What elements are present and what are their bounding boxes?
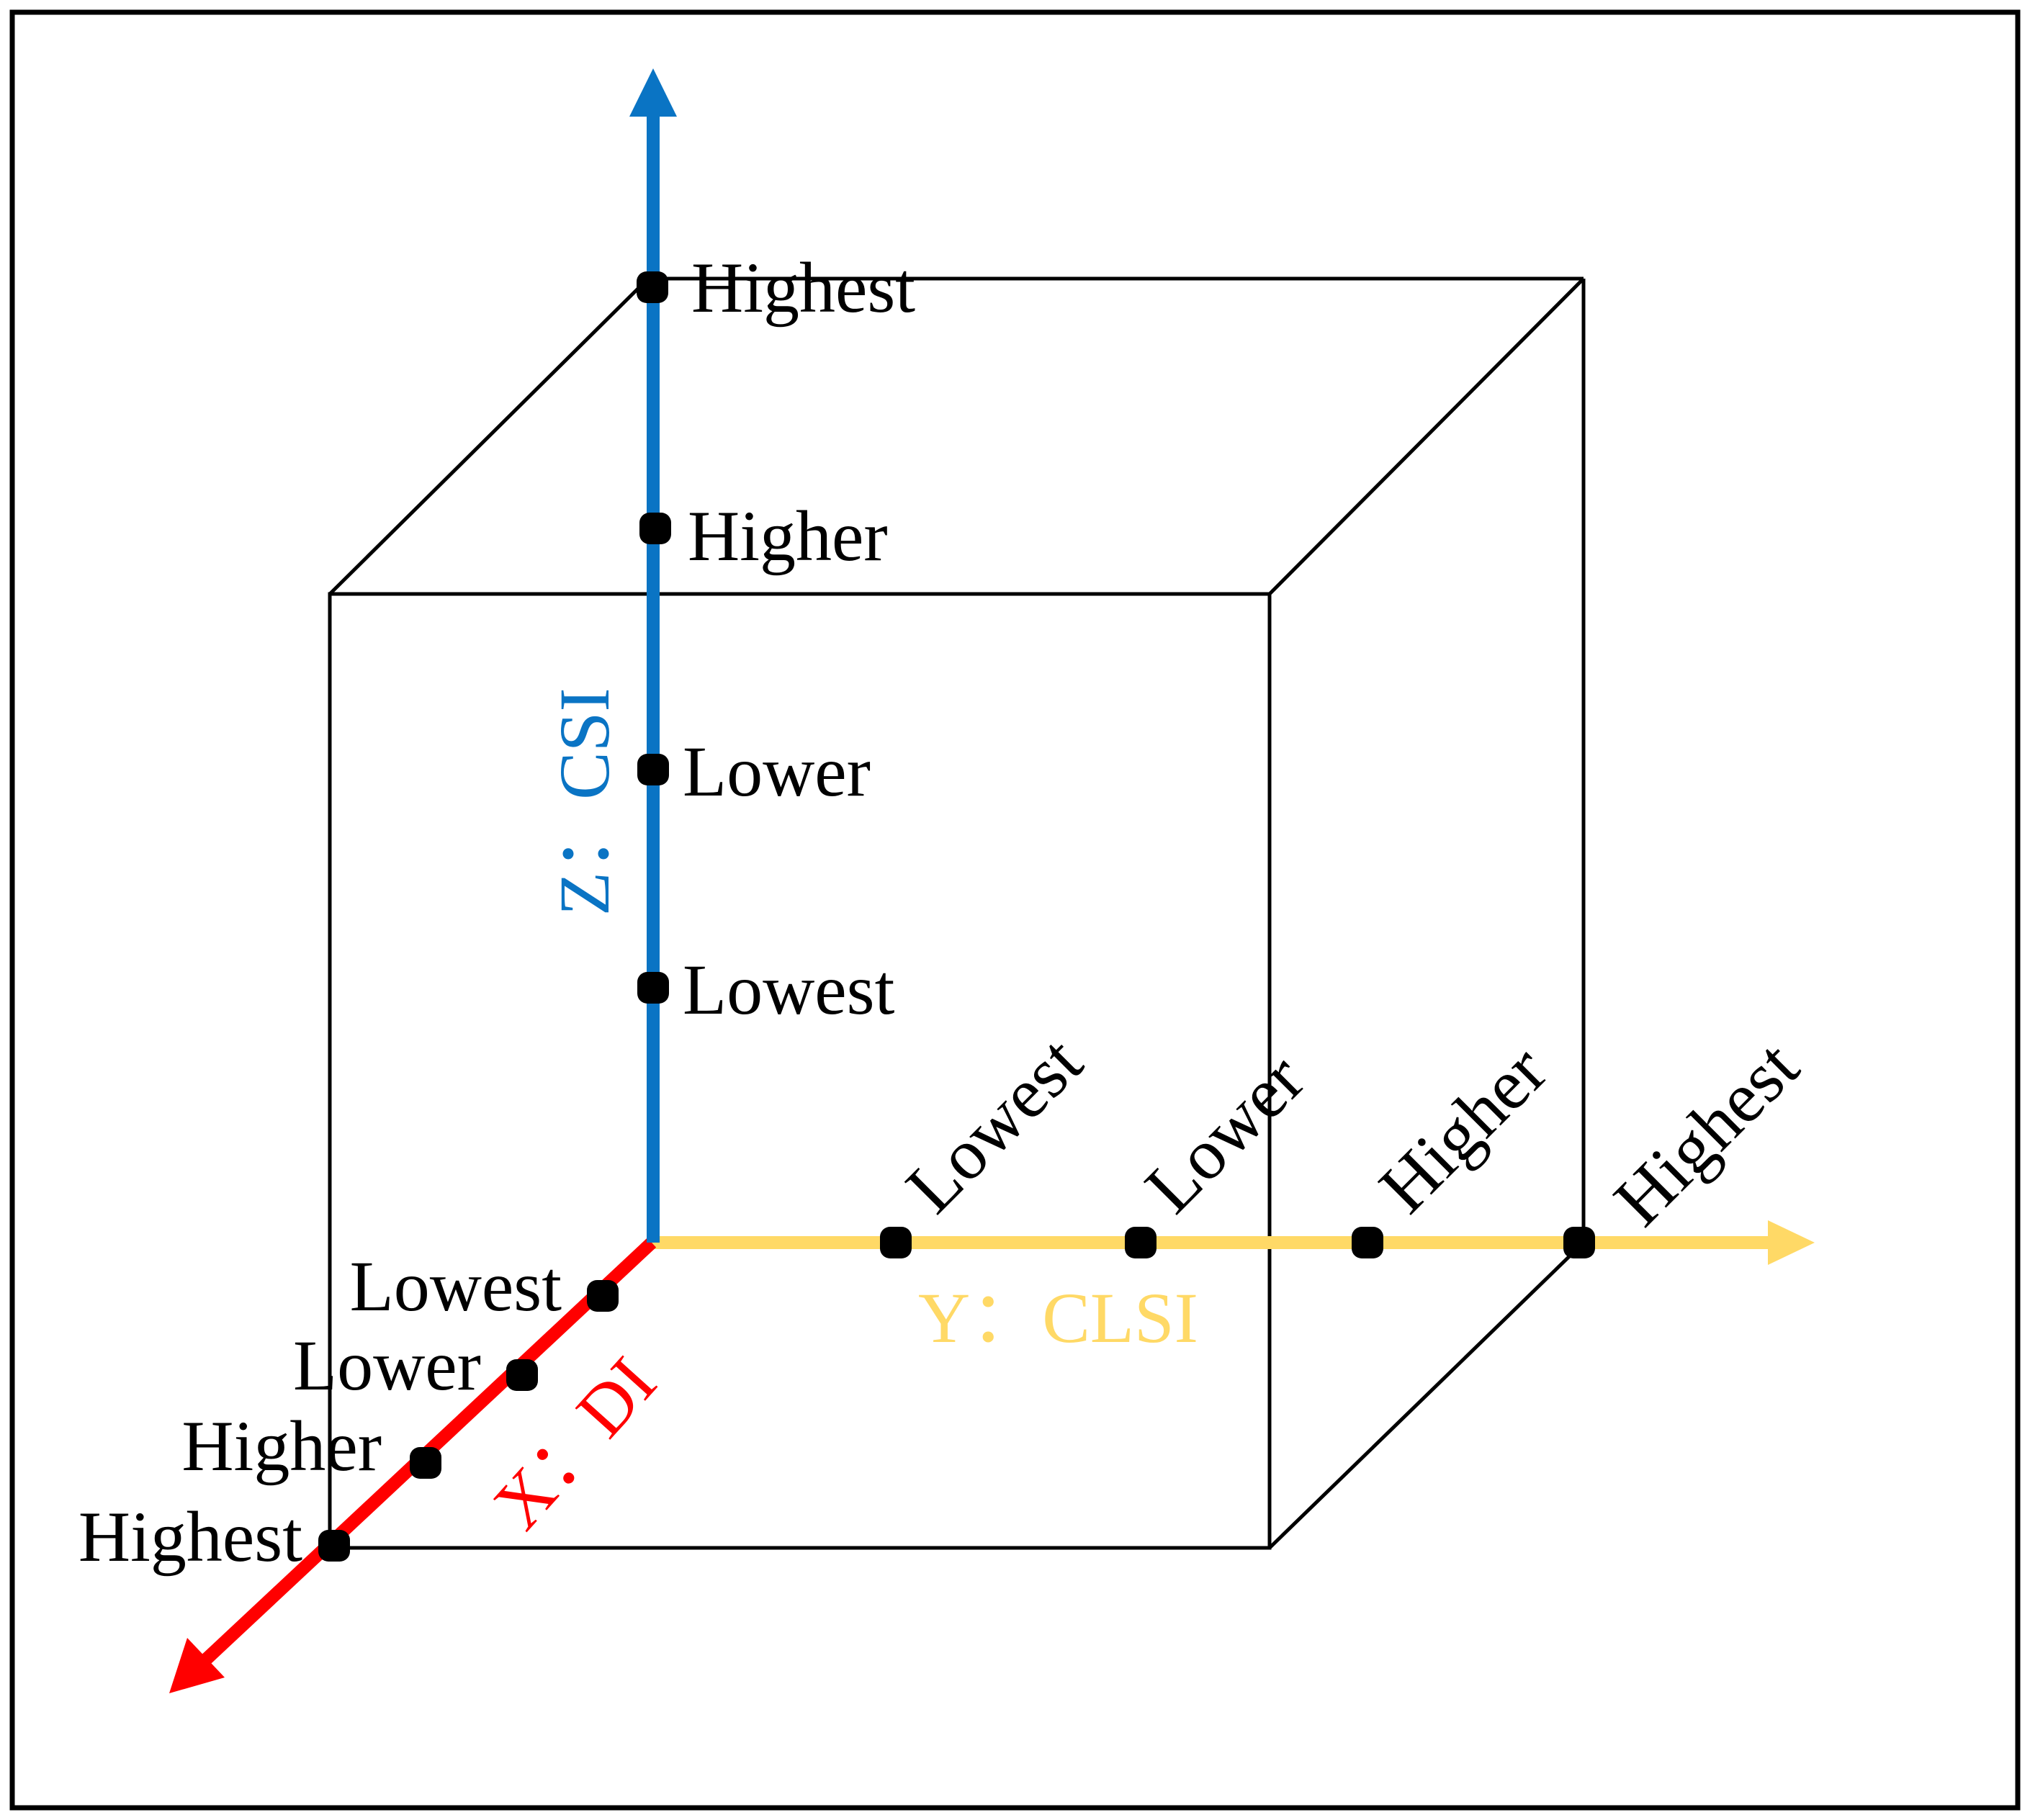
y-axis-title: Y：CLSI: [918, 1278, 1198, 1358]
y-axis-levels: Lowest Lower Higher Highest: [880, 1022, 1814, 1258]
z-level-dot-lower: [637, 754, 669, 785]
z-level-label-higher: Higher: [688, 496, 888, 576]
z-axis-levels: Highest Higher Lower Lowest: [637, 248, 915, 1030]
cube-edge-top-right: [1268, 277, 1585, 595]
z-level-dot-higher: [639, 513, 671, 544]
y-level-dot-lower: [1125, 1227, 1157, 1258]
z-axis-title: Z：CSI: [544, 688, 624, 916]
z-axis-arrowhead: [629, 68, 677, 117]
y-axis-arrowhead: [1768, 1220, 1815, 1265]
cube-edge-bottom-right: [1268, 1241, 1585, 1549]
x-level-label-lowest: Lowest: [350, 1246, 562, 1326]
y-level-label-higher: Higher: [1364, 1030, 1562, 1228]
x-level-label-higher: Higher: [181, 1406, 382, 1486]
x-level-label-lower: Lower: [293, 1325, 481, 1405]
z-level-label-lower: Lower: [683, 731, 871, 811]
z-level-label-highest: Highest: [691, 248, 915, 328]
cube-front-face: [328, 592, 1272, 1550]
x-axis-levels: Lowest Lower Higher Highest: [78, 1246, 619, 1577]
x-axis-arrowhead: [169, 1638, 225, 1693]
y-level-dot-higher: [1352, 1227, 1383, 1258]
x-level-dot-highest: [318, 1530, 350, 1562]
x-level-dot-lowest: [587, 1280, 619, 1312]
y-level-dot-highest: [1563, 1227, 1595, 1258]
z-level-label-lowest: Lowest: [683, 950, 895, 1030]
x-level-dot-lower: [506, 1359, 538, 1391]
cube-edge-top-left: [328, 277, 650, 595]
y-level-label-lower: Lower: [1130, 1039, 1319, 1228]
z-level-dot-highest: [637, 271, 668, 303]
y-axis: [648, 1220, 1815, 1265]
x-level-dot-higher: [410, 1447, 441, 1479]
y-level-label-lowest: Lowest: [891, 1022, 1097, 1228]
outer-frame: [9, 9, 2021, 1811]
z-level-dot-lowest: [637, 972, 669, 1004]
y-level-dot-lowest: [880, 1227, 912, 1258]
y-level-label-highest: Highest: [1599, 1026, 1814, 1241]
cube: [328, 276, 1586, 1550]
x-level-label-highest: Highest: [78, 1497, 302, 1577]
z-axis: [629, 68, 677, 1243]
